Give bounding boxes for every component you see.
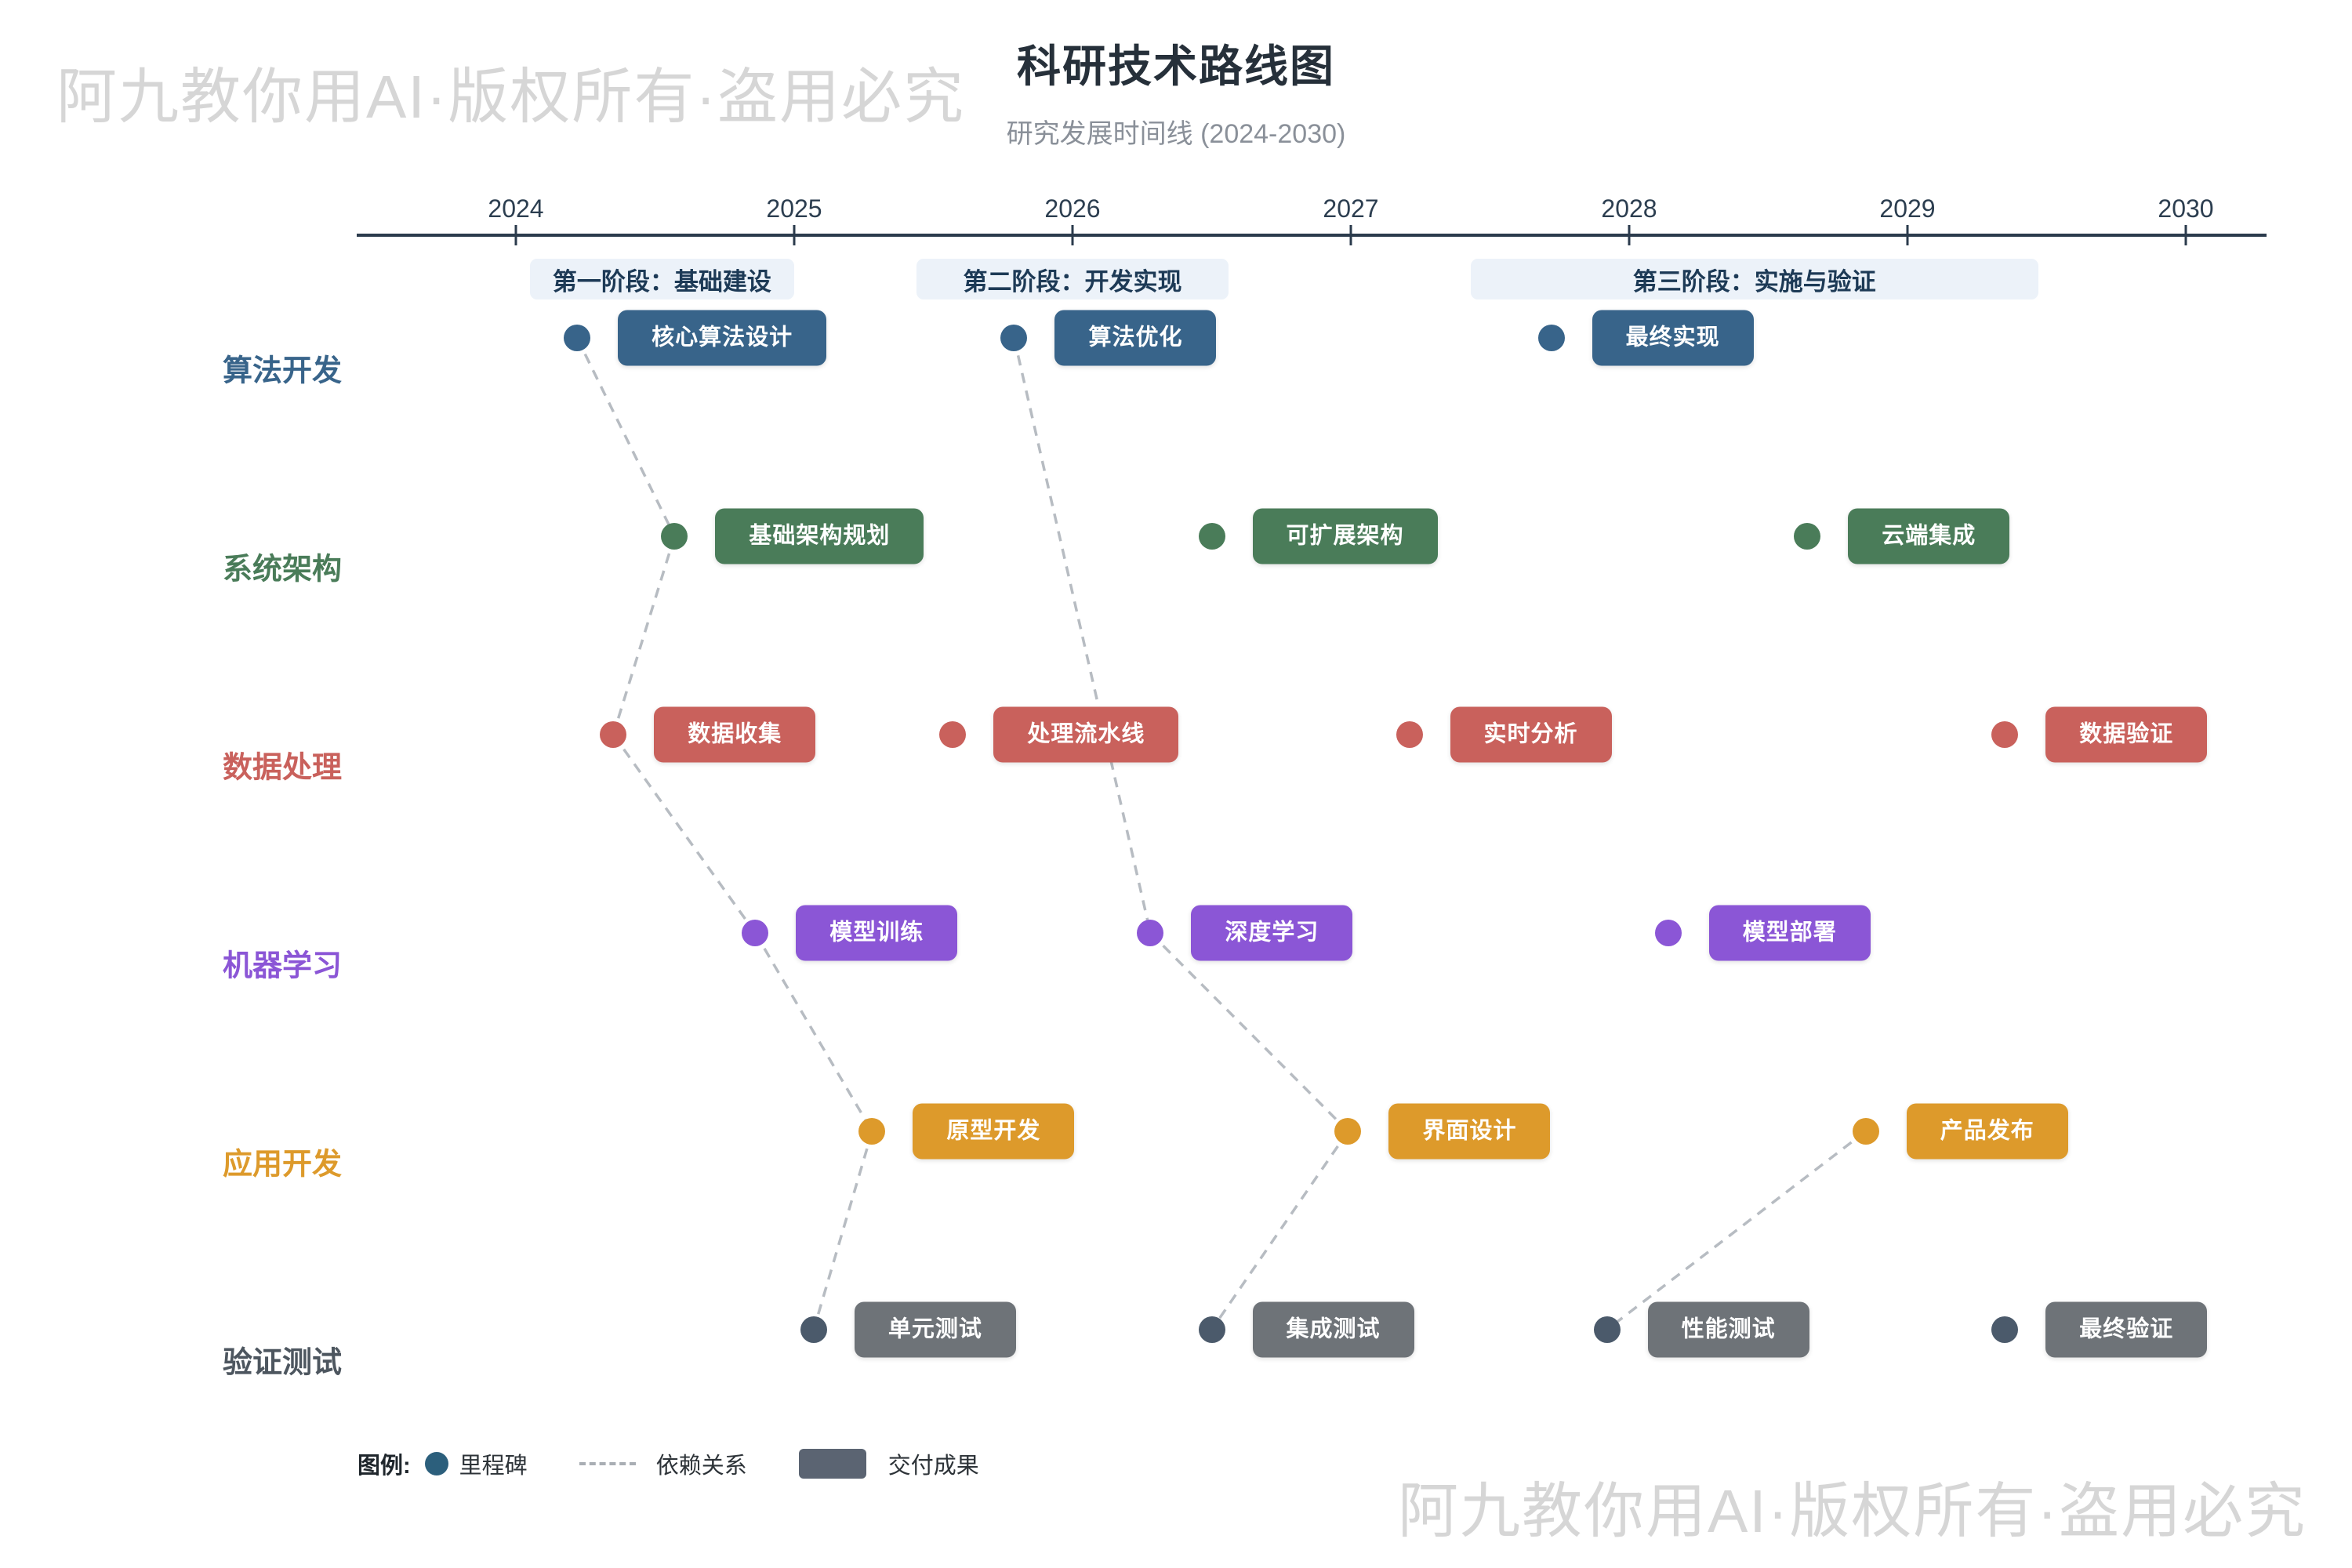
phase-label-1: 第一阶段：基础建设: [552, 267, 771, 296]
milestone-dot-arch2: [1198, 523, 1225, 550]
phase-band-3: 第三阶段：实施与验证: [1470, 259, 2038, 299]
milestone-legend-icon: [424, 1452, 448, 1475]
timeline-tick-2029: [1906, 225, 1909, 245]
timeline-year-2025: 2025: [766, 194, 822, 223]
milestone-box-app3: 产品发布: [1906, 1103, 2068, 1160]
watermark-top: 阿九教你用AI·版权所有·盗用必究: [56, 64, 966, 131]
milestone-box-test3: 性能测试: [1647, 1301, 1809, 1358]
dependency-line-algo2-ml2: [1012, 337, 1152, 934]
track-label-arch: 系统架构: [222, 553, 343, 586]
milestone-box-ml1: 模型训练: [796, 905, 958, 961]
track-label-algo: 算法开发: [222, 354, 343, 388]
timeline-tick-2024: [514, 225, 517, 245]
milestone-dot-app3: [1852, 1118, 1879, 1145]
milestone-box-app2: 界面设计: [1388, 1103, 1551, 1160]
legend-title: 图例:: [358, 1454, 411, 1479]
dependency-line-algo1-arch1: [575, 337, 676, 537]
phase-label-2: 第二阶段：开发实现: [963, 267, 1182, 296]
legend-deliverable-label: 交付成果: [887, 1454, 979, 1479]
milestone-dot-data1: [600, 721, 627, 748]
phase-band-2: 第二阶段：开发实现: [916, 259, 1229, 299]
milestone-box-arch1: 基础架构规划: [715, 508, 924, 564]
timeline-year-2026: 2026: [1044, 194, 1101, 223]
milestone-box-data2: 处理流水线: [993, 706, 1179, 763]
milestone-box-data1: 数据收集: [654, 706, 816, 763]
milestone-box-data3: 实时分析: [1450, 706, 1612, 763]
page-title: 科研技术路线图: [1017, 42, 1335, 91]
dependency-line-app3-test3: [1606, 1130, 1867, 1331]
milestone-dot-data4: [1991, 721, 2019, 748]
track-label-app: 应用开发: [222, 1148, 343, 1181]
deliverable-legend-icon: [798, 1449, 866, 1479]
milestone-dot-test1: [800, 1316, 827, 1343]
milestone-dot-data2: [939, 721, 967, 748]
legend: 图例: 里程碑 依赖关系 交付成果: [358, 1439, 979, 1488]
milestone-box-data4: 数据验证: [2045, 706, 2208, 763]
milestone-dot-app2: [1334, 1118, 1362, 1145]
timeline-year-2029: 2029: [1879, 194, 1936, 223]
milestone-box-arch2: 可扩展架构: [1252, 508, 1438, 564]
legend-dependency-label: 依赖关系: [655, 1454, 747, 1479]
milestone-dot-ml1: [742, 920, 769, 946]
dependency-line-app1-test1: [812, 1131, 874, 1330]
milestone-box-app1: 原型开发: [913, 1103, 1075, 1160]
chart-header: 科研技术路线图 研究发展时间线 (2024-2030): [0, 31, 2352, 151]
timeline-year-2024: 2024: [488, 194, 544, 223]
page-subtitle: 研究发展时间线 (2024-2030): [1006, 119, 1346, 149]
phase-label-3: 第三阶段：实施与验证: [1632, 267, 1876, 296]
milestone-dot-ml2: [1137, 920, 1164, 946]
milestone-box-algo2: 算法优化: [1054, 310, 1217, 366]
milestone-box-algo3: 最终实现: [1592, 310, 1754, 366]
milestone-box-arch3: 云端集成: [1848, 508, 2010, 564]
legend-milestone-label: 里程碑: [459, 1454, 528, 1479]
dependency-line-ml2-app2: [1149, 931, 1349, 1133]
timeline-tick-2027: [1349, 225, 1352, 245]
milestone-box-test4: 最终验证: [2045, 1301, 2208, 1358]
watermark-bottom: 阿九教你用AI·版权所有·盗用必究: [1397, 1478, 2307, 1545]
dependency-line-ml1-app1: [753, 932, 873, 1132]
milestone-box-algo1: 核心算法设计: [618, 310, 827, 366]
timeline-tick-2025: [793, 225, 796, 245]
dependency-line-data1-ml1: [612, 733, 757, 935]
milestone-box-test1: 单元测试: [854, 1301, 1016, 1358]
milestone-box-test2: 集成测试: [1252, 1301, 1414, 1358]
timeline-year-2030: 2030: [2158, 194, 2214, 223]
dependency-line-app2-test2: [1210, 1131, 1349, 1330]
milestone-dot-test2: [1198, 1316, 1225, 1343]
track-label-ml: 机器学习: [222, 949, 343, 983]
timeline-year-2028: 2028: [1601, 194, 1657, 223]
milestone-dot-app1: [858, 1118, 886, 1145]
track-label-data: 数据处理: [222, 751, 343, 785]
timeline-tick-2028: [1628, 225, 1631, 245]
dependency-line-arch1-data1: [612, 535, 677, 735]
milestone-dot-algo1: [564, 325, 591, 351]
milestone-dot-arch3: [1794, 523, 1821, 550]
track-label-test: 验证测试: [222, 1346, 343, 1380]
timeline-tick-2030: [2184, 225, 2187, 245]
milestone-dot-ml3: [1654, 920, 1682, 946]
milestone-dot-test4: [1991, 1316, 2019, 1343]
timeline-tick-2026: [1071, 225, 1074, 245]
milestone-dot-arch1: [661, 523, 688, 550]
milestone-dot-algo3: [1537, 325, 1565, 351]
milestone-box-ml3: 模型部署: [1708, 905, 1871, 961]
milestone-dot-test3: [1593, 1316, 1621, 1343]
milestone-dot-algo2: [1000, 325, 1028, 351]
phase-band-1: 第一阶段：基础建设: [529, 259, 794, 299]
dependency-legend-icon: [579, 1462, 636, 1465]
timeline-year-2027: 2027: [1323, 194, 1379, 223]
milestone-box-ml2: 深度学习: [1191, 905, 1353, 961]
milestone-dot-data3: [1396, 721, 1423, 748]
timeline-axis: [357, 234, 2267, 237]
